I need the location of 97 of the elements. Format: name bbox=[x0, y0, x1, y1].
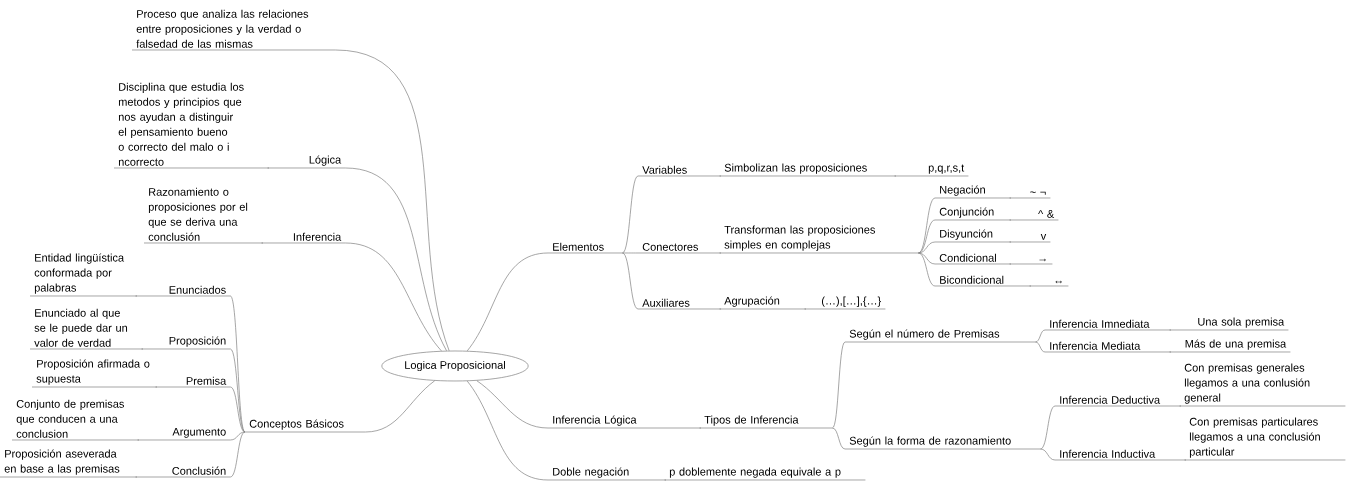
branch-line bbox=[918, 219, 936, 254]
topic-label: Conclusión bbox=[135, 466, 231, 478]
branch-line bbox=[622, 175, 639, 254]
branch-line bbox=[230, 386, 246, 433]
topic-label: Simbolizan las proposiciones bbox=[719, 163, 896, 177]
topic-label: Razonamiento o proposiciones por el que se deriva una conclusión bbox=[143, 187, 263, 244]
branch-line bbox=[261, 242, 263, 244]
branch-line bbox=[804, 308, 806, 310]
topic-label: Lógica bbox=[267, 155, 346, 169]
topic-label: ^ & bbox=[1009, 210, 1059, 221]
topic-label: Una sola premisa bbox=[1169, 317, 1289, 331]
topic-label: Condicional bbox=[934, 253, 1011, 265]
branch-line bbox=[918, 197, 936, 254]
branch-line bbox=[1179, 405, 1181, 407]
branch-line bbox=[137, 439, 139, 441]
branch-line bbox=[894, 175, 896, 177]
topic-label: ~ ¬ bbox=[1009, 191, 1051, 199]
topic-label: Disciplina que estudia los metodos y principios que nos ayudan a distinguir el pensamiento bueno o correcto del malo o i ncorrecto bbox=[113, 82, 269, 169]
branch-line bbox=[918, 252, 936, 287]
topic-label: Bicondicional bbox=[934, 275, 1031, 287]
topic-label: ↔ bbox=[1029, 280, 1069, 287]
topic-label: p doblemente negada equivale a p bbox=[664, 467, 866, 481]
branch-line bbox=[699, 427, 701, 429]
topic-label: Proceso que analiza las relaciones entre proposiciones y la verdad o falsedad de las mismas bbox=[131, 9, 336, 51]
branch-line bbox=[719, 252, 721, 254]
branch-line bbox=[1009, 263, 1011, 265]
topic-label: Doble negación bbox=[547, 467, 666, 481]
branch-line bbox=[918, 241, 936, 254]
branch-line bbox=[1029, 285, 1031, 287]
branch-line bbox=[1035, 341, 1046, 353]
topic-label: Proposición aseverada en base a las premisas bbox=[0, 449, 137, 478]
topic-label: Transforman las proposiciones simples en complejas bbox=[719, 225, 919, 254]
topic-label: Inferencia Deductiva bbox=[1054, 395, 1181, 407]
branch-line bbox=[1184, 459, 1186, 461]
branch-line bbox=[1009, 197, 1011, 199]
branch-line bbox=[230, 431, 246, 441]
branch-line bbox=[466, 252, 549, 352]
branch-line bbox=[918, 252, 936, 265]
topic-label: Inferencia bbox=[261, 232, 346, 244]
branch-line bbox=[1009, 219, 1011, 221]
branch-line bbox=[135, 476, 137, 478]
topic-label: Elementos bbox=[547, 242, 623, 254]
topic-label: Inferencia Mediata bbox=[1044, 341, 1171, 353]
topic-label: Según la forma de razonamiento bbox=[844, 436, 1041, 450]
branch-line bbox=[664, 479, 666, 481]
branch-line bbox=[345, 242, 442, 352]
topic-label: Con premisas particulares llegamos a una conclusión particular bbox=[1184, 417, 1346, 461]
branch-line bbox=[719, 308, 721, 310]
topic-label: v bbox=[1009, 234, 1051, 243]
topic-label: (…),[…],{…} bbox=[804, 296, 886, 310]
topic-label: Negación bbox=[934, 185, 1011, 199]
topic-label: Inferencia Imnediata bbox=[1044, 319, 1171, 331]
topic-label: Disyunción bbox=[934, 229, 1011, 243]
branch-line bbox=[230, 348, 246, 433]
topic-label: Conjunción bbox=[934, 207, 1011, 221]
topic-label: → bbox=[1009, 258, 1053, 265]
topic-label: Entidad lingüística conformada por palabras bbox=[29, 253, 137, 297]
topic-label: Según el número de Premisas bbox=[844, 329, 1036, 343]
branch-line bbox=[335, 49, 450, 352]
branch-line bbox=[832, 427, 846, 450]
branch-line bbox=[832, 341, 846, 429]
branch-line bbox=[719, 175, 721, 177]
topic-label: Proposición afirmada o supuesta bbox=[31, 359, 157, 388]
branch-line bbox=[267, 167, 269, 169]
topic-label: Conectores bbox=[637, 243, 721, 254]
branch-line bbox=[476, 380, 549, 429]
branch-line bbox=[622, 252, 639, 254]
topic-label: Inferencia Lógica bbox=[547, 415, 701, 429]
branch-line bbox=[365, 380, 436, 433]
topic-label: p,q,r,s,t bbox=[894, 164, 969, 177]
topic-label: Variables bbox=[637, 165, 721, 177]
branch-line bbox=[345, 167, 447, 352]
branch-line bbox=[1040, 405, 1056, 450]
topic-label: Conceptos Básicos bbox=[244, 419, 366, 433]
branch-line bbox=[1040, 448, 1056, 461]
topic-label: Proposición bbox=[141, 336, 231, 350]
branch-line bbox=[230, 431, 246, 478]
topic-label: Agrupación bbox=[719, 296, 806, 310]
branch-line bbox=[155, 386, 157, 388]
topic-label: Tipos de Inferencia bbox=[699, 415, 833, 429]
branch-line bbox=[622, 252, 639, 310]
topic-label: Con premisas generales llegamos a una conlusión general bbox=[1179, 363, 1346, 407]
branch-line bbox=[1169, 351, 1171, 353]
topic-label: Premisa bbox=[155, 376, 231, 388]
branch-line bbox=[135, 295, 137, 297]
branch-line bbox=[1009, 241, 1011, 243]
topic-label: Conjunto de premisas que conducen a una conclusion bbox=[11, 399, 139, 441]
topic-label: Enunciados bbox=[135, 285, 231, 297]
branch-line bbox=[466, 380, 549, 481]
topic-label: Enunciado al que se le puede dar un valor de verdad bbox=[29, 308, 143, 350]
branch-line bbox=[1169, 329, 1171, 331]
topic-label: Auxiliares bbox=[637, 298, 721, 310]
branch-line bbox=[1035, 329, 1046, 343]
branch-line bbox=[141, 348, 143, 350]
topic-label: Inferencia Inductiva bbox=[1054, 449, 1186, 461]
topic-label: Más de una premisa bbox=[1169, 339, 1291, 353]
topic-label: Argumento bbox=[137, 427, 231, 441]
